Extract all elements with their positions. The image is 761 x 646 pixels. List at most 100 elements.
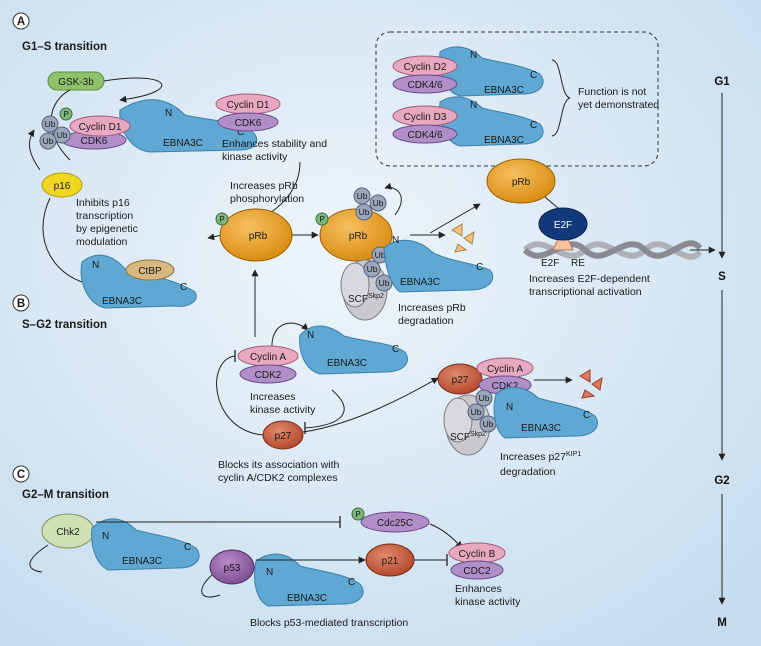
cdc25c-node	[360, 511, 430, 533]
panel-c: C G2–M transition Chk2 N C EBNA3C P Cdc2…	[12, 465, 521, 629]
stability-text-2: kinase activity	[222, 151, 288, 163]
ebna3c-c-2: C	[180, 282, 187, 293]
p16-inhibit-line	[27, 129, 41, 171]
phase-g2: G2	[714, 475, 729, 487]
p53-label: p53	[224, 563, 241, 574]
chk2-label: Chk2	[56, 527, 80, 538]
prb-label-1: pRb	[249, 231, 268, 242]
ebna3c-c-3: C	[476, 262, 483, 273]
p27deg-main: Increases p27	[500, 451, 566, 463]
ebna3c-c-7: C	[583, 410, 590, 421]
gsk3b-phospho-arrow	[103, 77, 163, 103]
phospho-node-1	[59, 107, 73, 121]
enh-text-1: Enhances	[455, 583, 502, 595]
panel-b-badge	[12, 294, 30, 312]
prb-deg-text-2: degradation	[398, 315, 454, 327]
p16-text-1: Inhibits p16	[76, 197, 130, 209]
ub-node-5	[369, 194, 387, 212]
prb-node-2	[319, 208, 393, 262]
p16-text-4: modulation	[76, 236, 128, 248]
cyclin-b-label: Cyclin B	[459, 549, 496, 560]
ebna3c-c-1: C	[237, 127, 244, 138]
p27-to-complex-arrow	[302, 377, 439, 433]
ebna3c-c-5: C	[530, 120, 537, 131]
p27-inhibit-cyca-line	[216, 355, 264, 436]
scf-text-2: SCF	[450, 432, 470, 443]
cdk2-label-1: CDK2	[255, 370, 282, 381]
p27-label-1: p27	[275, 431, 292, 442]
ebna3c-shape-p27	[493, 386, 598, 439]
prb-release-arrow	[429, 203, 481, 234]
cdc25c-label: Cdc25C	[377, 518, 413, 529]
phospho-node-4	[351, 507, 365, 521]
phospho-node-2	[215, 212, 229, 226]
ub-label-12: Ub	[483, 419, 494, 429]
cyclin-d1-node-1	[69, 115, 131, 137]
ub-label-7: Ub	[375, 250, 386, 260]
ub-label-4: Ub	[357, 191, 368, 201]
panel-c-letter: C	[17, 469, 25, 481]
scf-node-2-inner	[443, 397, 473, 443]
ebna3c-shape-p53	[254, 553, 364, 607]
function-text-1: Function is not	[578, 86, 646, 98]
phase-m: M	[717, 617, 727, 629]
cyclin-d2-label: Cyclin D2	[404, 62, 447, 73]
cdk6-label-1: CDK6	[81, 136, 108, 147]
ebna3c-label-6: EBNA3C	[327, 358, 367, 369]
panel-b-title: S–G2 transition	[22, 319, 107, 331]
p16-text-2: transcription	[76, 210, 133, 222]
scf-label-2: SCFSkp2	[450, 431, 486, 443]
ub-label-2: Ub	[57, 130, 68, 140]
ebna3c-label-4: EBNA3C	[484, 85, 524, 96]
panel-a-letter: A	[17, 16, 25, 28]
p27deg-text-1: Increases p27KIP1	[500, 451, 581, 463]
ub-label-10: Ub	[479, 393, 490, 403]
scf-sup-1: Skp2	[368, 293, 384, 300]
p27-node-2	[437, 363, 483, 395]
kinase-text-2: kinase activity	[250, 404, 316, 416]
prb-label-3: pRb	[512, 177, 531, 188]
e2f-re-label-re: RE	[571, 258, 585, 269]
ub-label-1: Ub	[45, 119, 56, 129]
enh-text-2: kinase activity	[455, 596, 521, 608]
ebna3c-label-1: EBNA3C	[163, 138, 203, 149]
cyclin-d1-label-2: Cyclin D1	[227, 100, 270, 111]
ub-cycle-arrow	[384, 182, 402, 216]
ebna3c-c-9: C	[348, 577, 355, 588]
ebna3c-n-4: N	[470, 50, 477, 61]
prb-phos-text-1: Increases pRb	[230, 180, 298, 192]
ebna3c-n-6: N	[307, 330, 314, 341]
ebna3c-n-3: N	[392, 235, 399, 246]
ub-label-9: Ub	[379, 278, 390, 288]
panel-a: A G1–S transition GSK-3b N C EBNA3C CDK6…	[12, 12, 716, 327]
ebna3c-n-9: N	[266, 567, 273, 578]
ub-label-11: Ub	[471, 407, 482, 417]
ebna3c-label-7: EBNA3C	[521, 423, 561, 434]
cdk2-label-2: CDK2	[492, 381, 519, 392]
scf-label-1: SCFSkp2	[348, 293, 384, 305]
ub-node-8	[363, 260, 381, 278]
ebna3c-c-6: C	[392, 344, 399, 355]
panel-c-badge	[12, 465, 30, 483]
ebna3c-label-3: EBNA3C	[400, 277, 440, 288]
ub-label-6: Ub	[359, 207, 370, 217]
cyca-loop-arrow	[271, 322, 309, 351]
ebna3c-c-4: C	[530, 70, 537, 81]
p21-label: p21	[382, 556, 399, 567]
p53-node	[209, 549, 255, 585]
ebna3c-shape-cyca	[299, 325, 408, 375]
cyclin-a-label-2: Cyclin A	[487, 364, 523, 375]
p53-loop	[201, 574, 221, 598]
gsk3b-label: GSK-3b	[58, 77, 94, 88]
prb-node-3	[486, 158, 556, 204]
p16-text-3: by epigenetic	[76, 223, 138, 235]
cdk46-node-1	[392, 74, 458, 94]
p27deg-text-2: degradation	[500, 466, 556, 478]
prb-phos-text-2: phosphorylation	[230, 193, 304, 205]
prb-deg-text-1: Increases pRb	[398, 302, 466, 314]
cdk6-node-2	[217, 112, 279, 132]
cdk6-label-2: CDK6	[235, 118, 262, 129]
ebna3c-label-2: EBNA3C	[102, 296, 142, 307]
scf-text-1: SCF	[348, 294, 368, 305]
scf-node-inner	[340, 262, 370, 308]
